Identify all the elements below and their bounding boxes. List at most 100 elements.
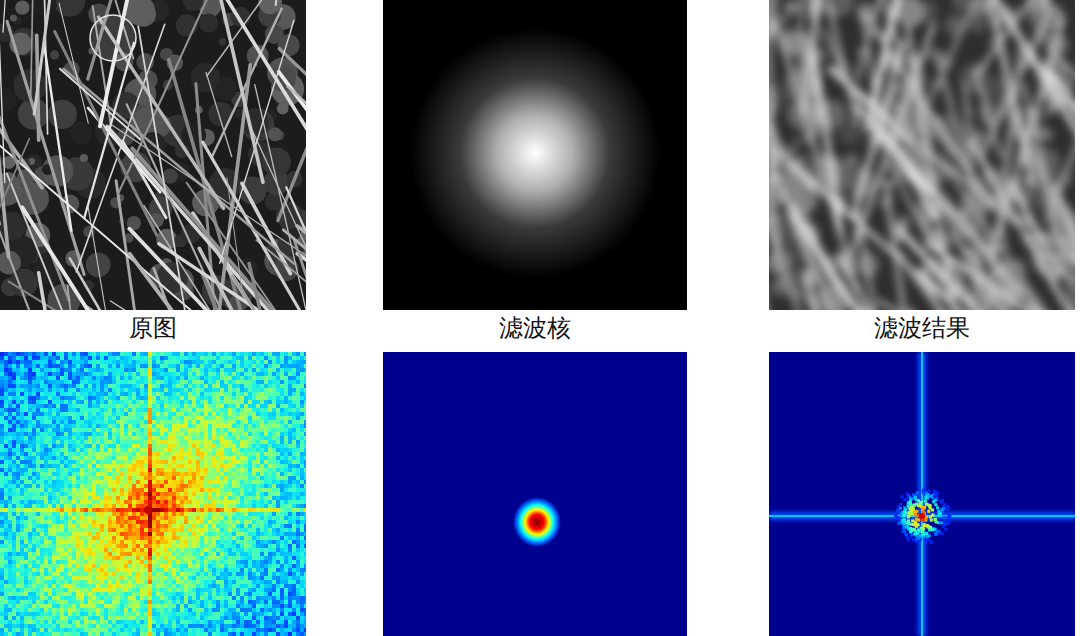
spectrum-cell <box>160 352 164 356</box>
spectrum-cell <box>256 364 260 368</box>
spectrum-cell <box>164 388 168 392</box>
spectrum-cell <box>48 408 52 412</box>
spectrum-cell <box>120 404 124 408</box>
spectrum-cell <box>60 416 64 420</box>
spectrum-cell <box>64 404 68 408</box>
spectrum-cell <box>192 388 196 392</box>
spectrum-cell <box>172 368 176 372</box>
spectrum-cell <box>76 428 80 432</box>
spectrum-cell <box>80 424 84 428</box>
spectrum-cell <box>272 412 276 416</box>
spectrum-cell <box>256 352 260 356</box>
spectrum-cell <box>296 368 300 372</box>
spectrum-cell <box>224 388 228 392</box>
spectrum-cell <box>232 400 236 404</box>
spectrum-cell <box>128 420 132 424</box>
spectrum-cell <box>184 404 188 408</box>
spectrum-cell <box>96 392 100 396</box>
spectrum-cell <box>128 408 132 412</box>
spectrum-cell <box>260 404 264 408</box>
spectrum-cell <box>300 404 304 408</box>
spectrum-cell <box>60 412 64 416</box>
spectrum-cell <box>44 416 48 420</box>
spectrum-cell <box>208 368 212 372</box>
spectrum-cell <box>156 384 160 388</box>
spectrum-cell <box>204 356 208 360</box>
texture-blob <box>15 1 29 15</box>
spectrum-cell <box>244 420 248 424</box>
spectrum-cell <box>40 412 44 416</box>
spectrum-cell <box>72 372 76 376</box>
spectrum-cell <box>156 356 160 360</box>
spectrum-cell <box>220 404 224 408</box>
spectrum-cell <box>264 368 268 372</box>
spectrum-cell <box>0 392 4 396</box>
spectrum-cell <box>284 400 288 404</box>
spectrum-cell <box>144 380 148 384</box>
spectrum-cell <box>4 420 8 424</box>
spectrum-cell <box>92 416 96 420</box>
spectrum-cell <box>124 360 128 364</box>
spectrum-cell <box>132 412 136 416</box>
spectrum-cell <box>260 400 264 404</box>
spectrum-cell <box>204 380 208 384</box>
spectrum-cell <box>0 364 4 368</box>
spectrum-cell <box>212 380 216 384</box>
spectrum-cell <box>240 404 244 408</box>
spectrum-cell <box>248 420 252 424</box>
spectrum-cell <box>76 400 80 404</box>
spectrum-cell <box>56 416 60 420</box>
texture-blob <box>988 38 995 45</box>
spectrum-cell <box>136 364 140 368</box>
texture-blob <box>50 50 59 59</box>
spectrum-cell <box>100 372 104 376</box>
spectrum-cell <box>88 368 92 372</box>
spectrum-cell <box>52 428 56 432</box>
spectrum-cell <box>36 380 40 384</box>
spectrum-cell <box>84 384 88 388</box>
spectrum-cell <box>188 416 192 420</box>
spectrum-cell <box>76 360 80 364</box>
spectrum-cell <box>116 356 120 360</box>
spectrum-cell <box>28 404 32 408</box>
spectrum-cell <box>128 372 132 376</box>
spectrum-cell <box>116 400 120 404</box>
spectrum-cell <box>120 400 124 404</box>
spectrum-cell <box>40 352 44 356</box>
spectrum-cell <box>92 412 96 416</box>
spectrum-cell <box>224 412 228 416</box>
spectrum-cell <box>136 384 140 388</box>
spectrum-cell <box>20 396 24 400</box>
spectrum-cell <box>8 396 12 400</box>
spectrum-cell <box>188 356 192 360</box>
spectrum-cell <box>156 392 160 396</box>
spectrum-cell <box>184 392 188 396</box>
spectrum-cell <box>152 412 156 416</box>
spectrum-cell <box>28 424 32 428</box>
spectrum-cell <box>100 420 104 424</box>
spectrum-cell <box>196 404 200 408</box>
spectrum-cell <box>68 420 72 424</box>
spectrum-cell <box>200 368 204 372</box>
spectrum-cell <box>280 388 284 392</box>
spectrum-cell <box>4 400 8 404</box>
spectrum-cell <box>176 396 180 400</box>
spectrum-cell <box>200 352 204 356</box>
spectrum-cell <box>24 356 28 360</box>
spectrum-cell <box>36 420 40 424</box>
spectrum-cell <box>128 404 132 408</box>
spectrum-cell <box>236 380 240 384</box>
spectrum-cell <box>224 416 228 420</box>
spectrum-cell <box>76 408 80 412</box>
spectrum-cell <box>260 416 264 420</box>
spectrum-cell <box>32 408 36 412</box>
spectrum-cell <box>44 404 48 408</box>
spectrum-cell <box>232 384 236 388</box>
spectrum-cell <box>180 368 184 372</box>
spectrum-cell <box>32 376 36 380</box>
spectrum-cell <box>132 388 136 392</box>
spectrum-cell <box>104 424 108 428</box>
spectrum-cell <box>100 416 104 420</box>
spectrum-cell <box>24 388 28 392</box>
spectrum-cell <box>76 372 80 376</box>
